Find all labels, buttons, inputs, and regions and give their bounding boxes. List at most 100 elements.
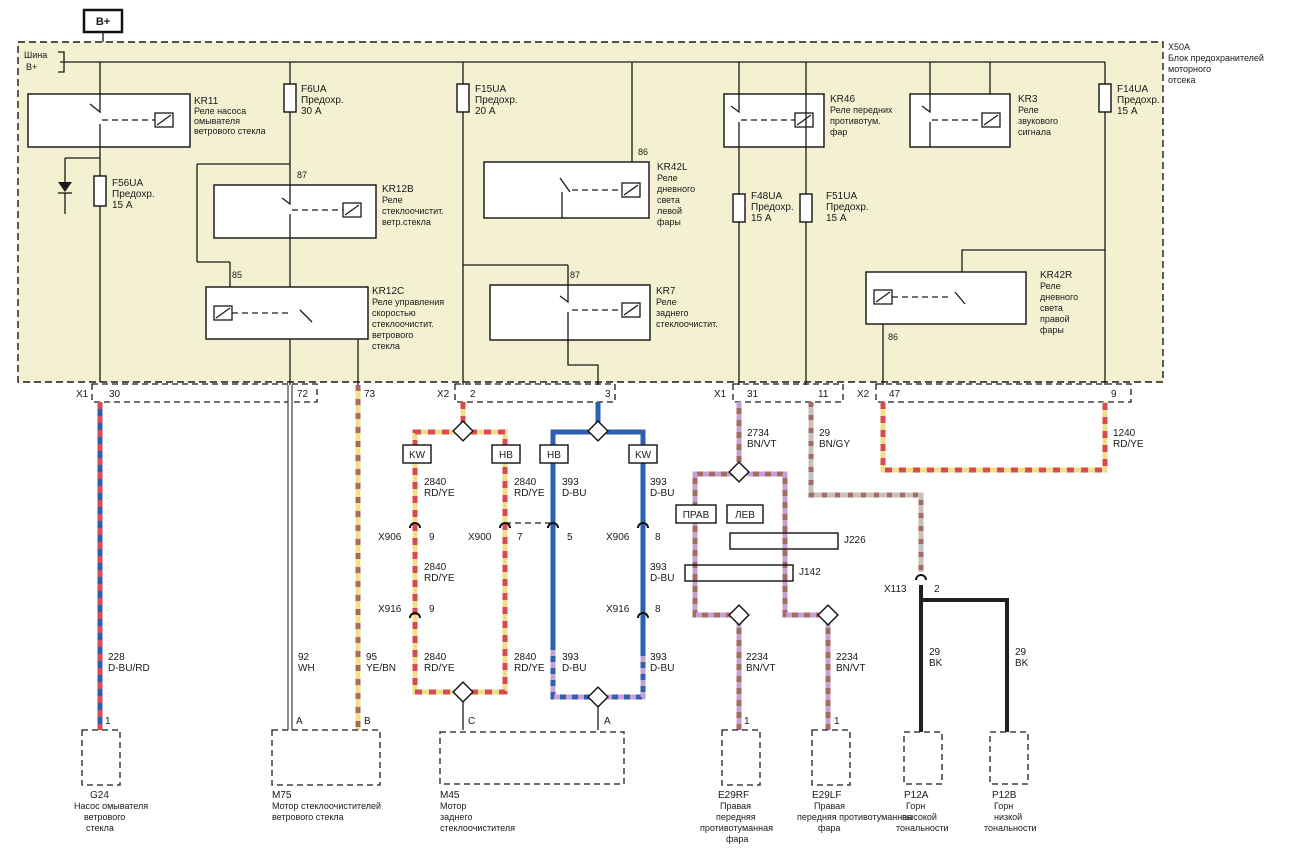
m45-pin-a: A — [604, 716, 611, 727]
m75-line-1: Мотор стеклоочистителей — [272, 801, 381, 811]
pin11: 11 — [818, 389, 829, 400]
w2840d-color: RD/YE — [424, 663, 455, 674]
tag-hb-left-text: HB — [499, 450, 513, 461]
tag-hb-right-text: HB — [547, 450, 561, 461]
p12b-id: P12B — [992, 790, 1017, 801]
p12a-line-2: высокой — [902, 812, 937, 822]
e29rf-line-1: Правая — [720, 801, 751, 811]
w92-num: 92 — [298, 652, 310, 663]
w2734-color: BN/VT — [747, 439, 776, 450]
bplus-label: B+ — [96, 16, 110, 28]
p12b-line-1: Горн — [994, 801, 1013, 811]
kr7-line-1: Реле — [656, 297, 677, 307]
m45-line-1: Мотор — [440, 801, 466, 811]
f14ua-line-1: Предохр. — [1117, 95, 1160, 106]
w393b-num: 393 — [650, 477, 667, 488]
f56ua-line-1: Предохр. — [112, 189, 155, 200]
splice-393-bottom — [587, 686, 609, 708]
w2840e-color: RD/YE — [514, 663, 545, 674]
w2234a-color: BN/VT — [746, 663, 775, 674]
f15ua-fuse — [456, 83, 470, 113]
w228-color: D-BU/RD — [108, 663, 150, 674]
x113-pin: 2 — [934, 584, 940, 595]
kr11-id: KR11 — [194, 96, 219, 107]
w29a-num: 29 — [819, 428, 831, 439]
p12a-line-1: Горн — [906, 801, 925, 811]
tag-hb-left — [491, 444, 521, 464]
x2-right-id: X2 — [857, 389, 870, 400]
kr7-line-3: стеклоочистит. — [656, 319, 718, 329]
w393e-num: 393 — [650, 652, 667, 663]
kr12c-line-5: стекла — [372, 341, 400, 351]
connector-x1-right — [732, 383, 844, 403]
kr42l-line-5: фары — [657, 217, 681, 227]
fuse-block-id: X50A — [1168, 42, 1190, 52]
m75-line-2: ветрового стекла — [272, 812, 344, 822]
f48ua-line-1: Предохр. — [751, 202, 794, 213]
kr7-relay — [489, 284, 651, 341]
kr46-id: KR46 — [830, 94, 855, 105]
e29lf-line-2: передняя противотуманная — [797, 812, 912, 822]
w393c-num: 393 — [650, 562, 667, 573]
g24-line-3: стекла — [86, 823, 114, 833]
fuse-block-line-3: отсека — [1168, 75, 1195, 85]
x2-left-pin: 2 — [470, 389, 476, 400]
w1240-color: RD/YE — [1113, 439, 1144, 450]
kr42r-pin: 86 — [888, 332, 898, 342]
splice-2234b — [817, 604, 839, 626]
kr46-line-2: противотум. — [830, 116, 881, 126]
j226-label: J226 — [844, 535, 866, 546]
e29rf-line-3: противотуманная — [700, 823, 773, 833]
kr46-line-1: Реле передних — [830, 105, 893, 115]
w2840e-num: 2840 — [514, 652, 537, 663]
w2840a-color: RD/YE — [424, 488, 455, 499]
p12a-component — [903, 731, 943, 785]
bus-label: Шина — [24, 50, 47, 60]
tag-kw-right-text: KW — [635, 450, 652, 461]
splice-2840-top — [452, 420, 474, 442]
e29lf-line-1: Правая — [814, 801, 845, 811]
kr12c-pin: 85 — [232, 270, 242, 280]
x900-id: X900 — [468, 532, 492, 543]
connector-x1-left — [91, 383, 318, 403]
f6ua-line-2: 30 А — [301, 106, 322, 117]
x906b-pin: 8 — [655, 532, 661, 543]
p12a-line-3: тональности — [896, 823, 949, 833]
kr42l-id: KR42L — [657, 162, 688, 173]
m75-component — [271, 729, 381, 786]
f48ua-id: F48UA — [751, 191, 782, 202]
tag-kw-right — [628, 444, 658, 464]
kr42r-line-3: света — [1040, 303, 1063, 313]
connector-x2-left — [454, 383, 616, 403]
kr11-relay — [27, 93, 191, 148]
f51ua-line-1: Предохр. — [826, 202, 869, 213]
kr42l-relay — [483, 161, 650, 219]
splice-2234a — [728, 604, 750, 626]
w393a-color: D-BU — [562, 488, 586, 499]
f14ua-id: F14UA — [1117, 84, 1148, 95]
e29lf-component — [811, 729, 851, 786]
kr12b-line-2: стеклоочистит. — [382, 206, 444, 216]
kr7-pin: 87 — [570, 270, 580, 280]
kr12b-id: KR12B — [382, 184, 414, 195]
tag-prav — [675, 504, 717, 524]
kr42r-line-5: фары — [1040, 325, 1064, 335]
x2-right-pin: 47 — [889, 389, 901, 400]
f56ua-line-2: 15 А — [112, 200, 133, 211]
x916a-pin: 9 — [429, 604, 435, 615]
w393d-color: D-BU — [562, 663, 586, 674]
x916b-pin: 8 — [655, 604, 661, 615]
junction-j226 — [729, 532, 839, 550]
tag-lev-text: ЛЕВ — [735, 510, 755, 521]
w228-num: 228 — [108, 652, 125, 663]
e29rf-id: E29RF — [718, 790, 749, 801]
kr42r-line-4: правой — [1040, 314, 1070, 324]
x1-right-pin: 31 — [747, 389, 759, 400]
e29rf-pin: 1 — [744, 716, 750, 727]
kr42r-line-2: дневного — [1040, 292, 1078, 302]
w393e-color: D-BU — [650, 663, 674, 674]
f15ua-line-1: Предохр. — [475, 95, 518, 106]
x906b-id: X906 — [606, 532, 630, 543]
m75-id: M75 — [272, 790, 292, 801]
